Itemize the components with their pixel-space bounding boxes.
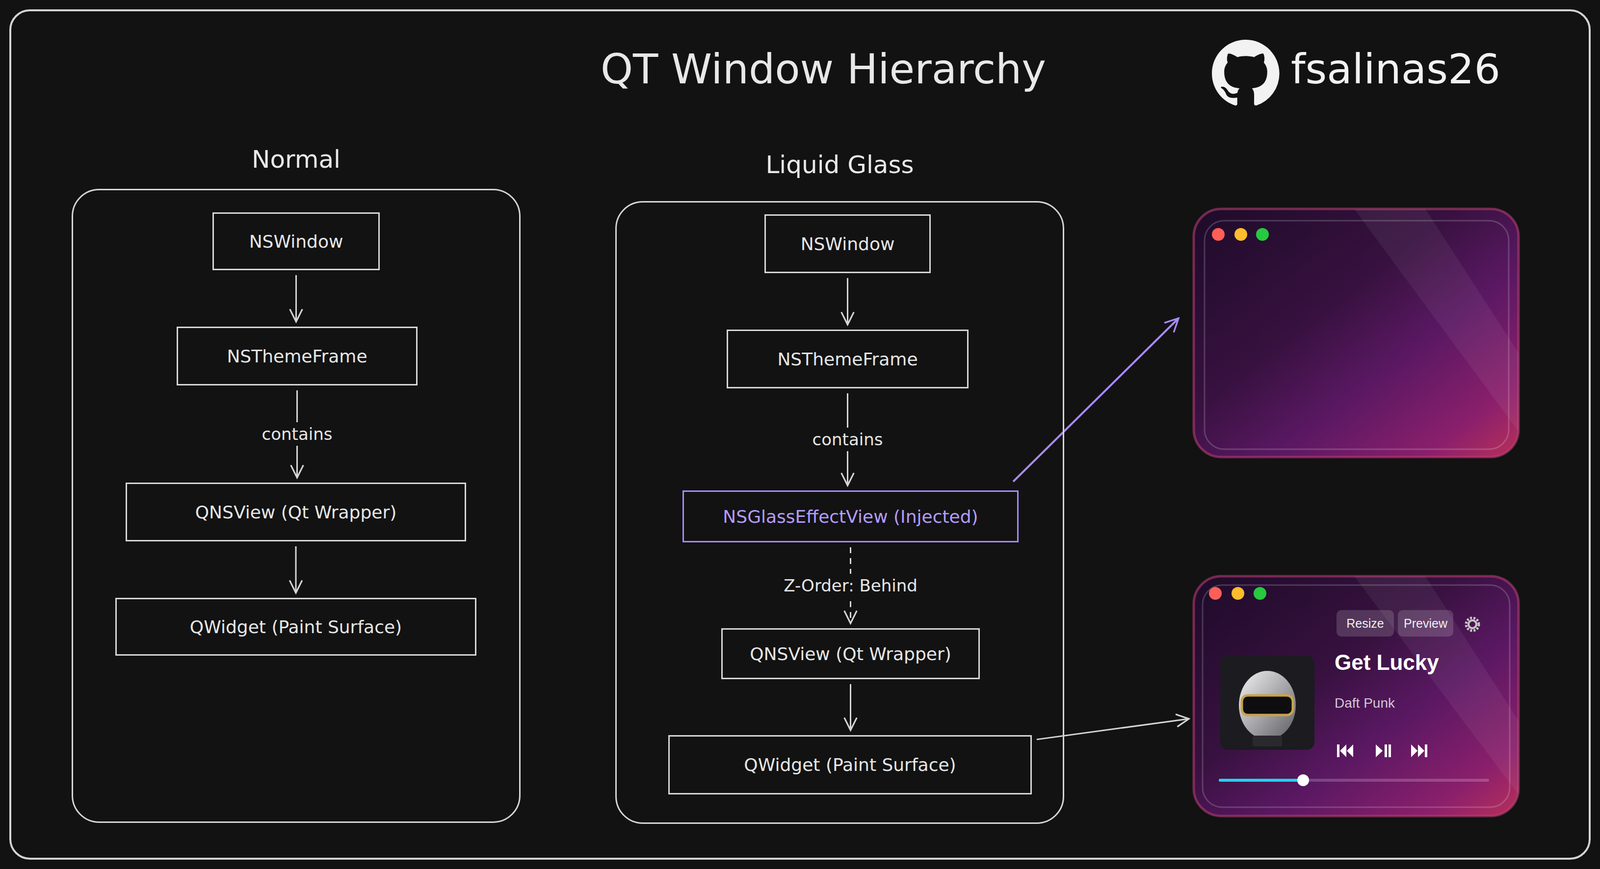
helmet-visor bbox=[1241, 695, 1293, 716]
process-box: QWidget (Paint Surface) bbox=[115, 598, 477, 656]
box-label: QWidget (Paint Surface) bbox=[184, 617, 407, 638]
zoom-dot bbox=[1253, 587, 1267, 601]
app-window: Get LuckyDaft Punk Resize Preview bbox=[1193, 576, 1519, 817]
window-button: Preview bbox=[1397, 610, 1454, 637]
edge-label: contains bbox=[258, 422, 337, 446]
box-label: QWidget (Paint Surface) bbox=[738, 755, 961, 776]
box-label: NSWindow bbox=[795, 234, 900, 255]
process-box: QWidget (Paint Surface) bbox=[668, 735, 1032, 795]
group-box: NormalNSWindowNSThemeFrameQNSView (Qt Wr… bbox=[71, 188, 521, 824]
artist-name: Daft Punk bbox=[1334, 695, 1395, 712]
helmet bbox=[1238, 671, 1296, 740]
play-icon bbox=[1375, 744, 1383, 758]
button-label: Preview bbox=[1403, 616, 1448, 631]
glass-streak bbox=[1354, 209, 1519, 432]
close-dot bbox=[1211, 228, 1225, 241]
edge-label: contains bbox=[808, 427, 888, 452]
gear-icon bbox=[1468, 620, 1477, 629]
arrow-connector bbox=[1036, 719, 1189, 740]
progress-knob bbox=[1297, 774, 1310, 787]
prev-icon bbox=[1346, 744, 1354, 758]
box-label: QNSView (Qt Wrapper) bbox=[744, 644, 956, 665]
process-box: NSWindow bbox=[764, 214, 931, 274]
song-title: Get Lucky bbox=[1334, 650, 1440, 676]
progress-fill bbox=[1220, 779, 1304, 783]
process-box: NSWindow bbox=[212, 212, 380, 271]
arrow-connector bbox=[296, 390, 298, 478]
prev-icon bbox=[1337, 744, 1340, 758]
button-label: Resize bbox=[1346, 616, 1384, 631]
process-box: QNSView (Qt Wrapper) bbox=[721, 628, 980, 680]
arrow-connector bbox=[846, 393, 849, 486]
injected-view-box: NSGlassEffectView (Injected) bbox=[682, 490, 1019, 543]
glass-inner-edge bbox=[1204, 220, 1509, 450]
group-box: Liquid GlassNSWindowNSThemeFrameNSGlassE… bbox=[615, 201, 1065, 825]
box-label: NSWindow bbox=[244, 231, 349, 252]
zoom-dot bbox=[1256, 228, 1269, 241]
leader-arrow bbox=[1013, 318, 1179, 482]
box-label: QNSView (Qt Wrapper) bbox=[190, 502, 402, 523]
arrow-connector bbox=[295, 275, 297, 322]
album-art bbox=[1220, 655, 1315, 751]
minimize-dot bbox=[1234, 228, 1248, 241]
box-label: NSThemeFrame bbox=[772, 349, 923, 370]
pause-icon bbox=[1388, 744, 1391, 758]
glass-window bbox=[1193, 209, 1519, 458]
box-label: NSGlassEffectView (Injected) bbox=[717, 506, 983, 527]
glass-inner-edge bbox=[1202, 585, 1510, 808]
box-label: NSThemeFrame bbox=[221, 346, 372, 367]
group-heading: Normal bbox=[73, 145, 520, 174]
process-box: QNSView (Qt Wrapper) bbox=[125, 482, 467, 542]
group-heading: Liquid Glass bbox=[616, 150, 1063, 180]
github-logo bbox=[1211, 39, 1280, 106]
close-dot bbox=[1208, 587, 1222, 601]
arrow-connector bbox=[849, 547, 852, 624]
progress-track bbox=[1220, 779, 1488, 783]
outer-frame bbox=[10, 10, 1590, 860]
glass-streak bbox=[1354, 576, 1519, 795]
next-icon bbox=[1424, 744, 1428, 758]
arrow-connector bbox=[295, 546, 297, 594]
process-box: NSThemeFrame bbox=[176, 326, 418, 386]
diagram-title: QT Window Hierarchy bbox=[600, 45, 1047, 94]
edge-label: Z-Order: Behind bbox=[779, 574, 922, 598]
author-handle: fsalinas26 bbox=[1290, 45, 1501, 94]
process-box: NSThemeFrame bbox=[726, 329, 969, 389]
window-button: Resize bbox=[1336, 610, 1394, 637]
helmet-neck bbox=[1252, 735, 1283, 747]
next-icon bbox=[1411, 744, 1418, 758]
minimize-dot bbox=[1231, 587, 1245, 601]
arrow-connector bbox=[849, 684, 852, 731]
arrow-connector bbox=[846, 278, 849, 325]
pause-icon bbox=[1384, 744, 1388, 758]
gear-teeth bbox=[1466, 618, 1479, 631]
next-icon bbox=[1417, 744, 1425, 758]
prev-icon bbox=[1339, 744, 1347, 758]
player-window-fill bbox=[1193, 576, 1519, 817]
